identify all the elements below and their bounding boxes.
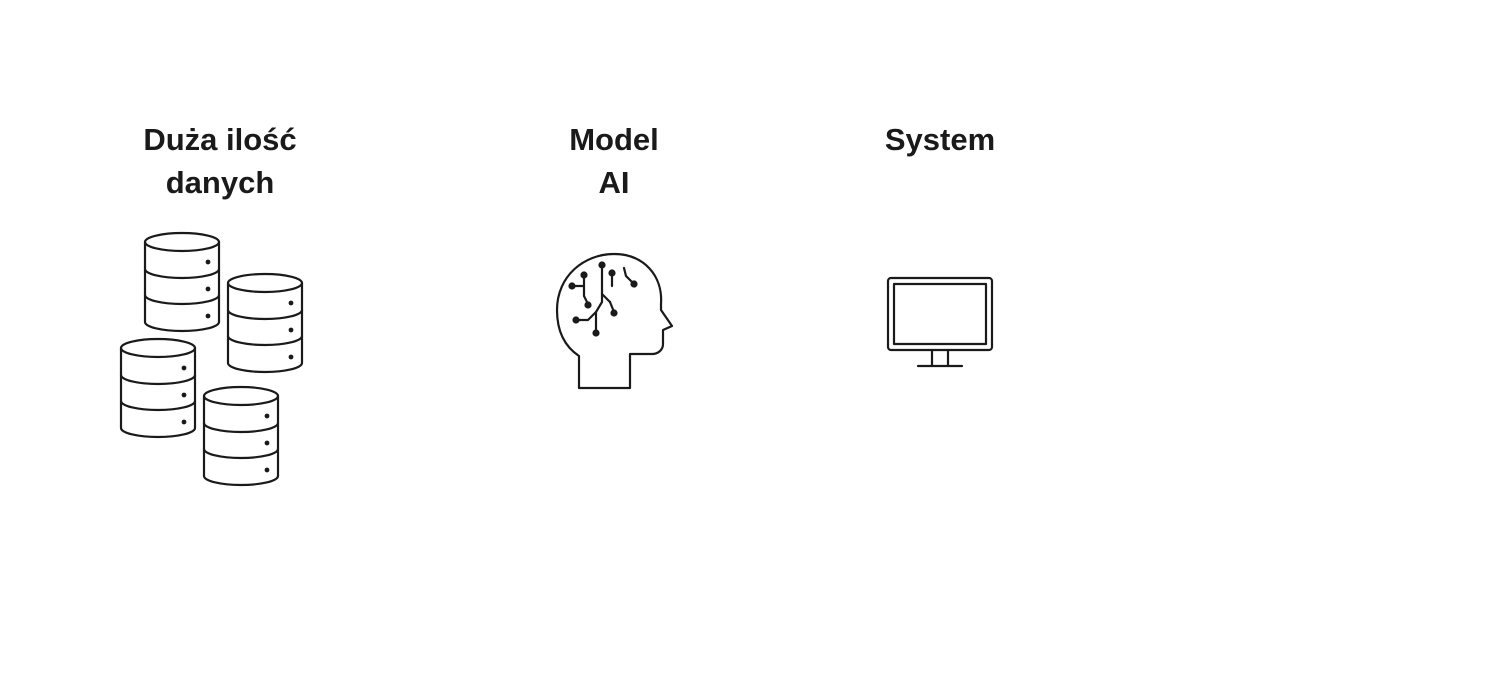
ai-model-title-line-1: Model [569, 122, 659, 157]
ai-model-title: Model AI [524, 118, 704, 204]
big-data-title-line-1: Duża ilość [143, 122, 297, 157]
ai-brain-head-icon [550, 246, 680, 394]
system-title-line-1: System [884, 122, 996, 157]
big-data-title: Duża ilość danych [100, 118, 340, 204]
big-data-title-line-2: danych [165, 165, 275, 200]
computer-monitor-icon [880, 270, 1000, 374]
database-stack-icon [110, 224, 320, 496]
system-title: System [850, 118, 1030, 161]
ai-model-title-line-2: AI [598, 165, 630, 200]
